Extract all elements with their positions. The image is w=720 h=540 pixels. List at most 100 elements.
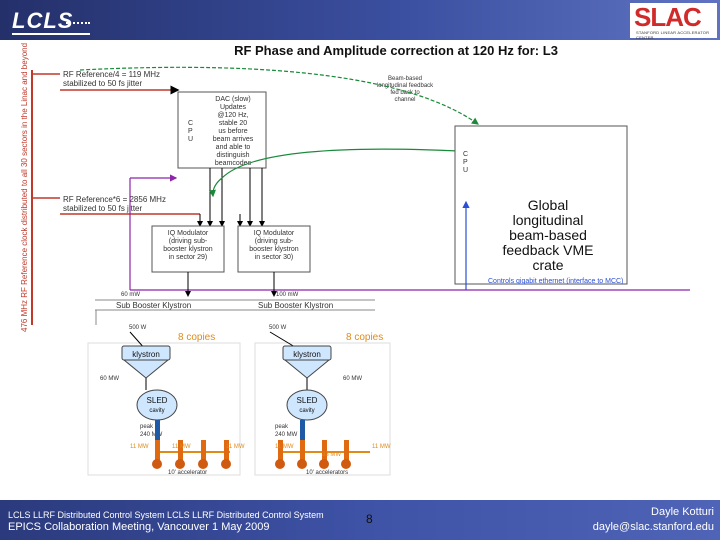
accel-caps-left: [152, 459, 231, 469]
lcls-logo-dash: [66, 22, 90, 24]
sbk-label-left: Sub Booster Klystron: [116, 301, 191, 310]
author-email: dayle@slac.stanford.edu: [592, 521, 714, 533]
cpu-letter-p: P: [188, 128, 193, 135]
accel-segment: [178, 440, 183, 462]
right-11mw: 11 MW: [275, 444, 294, 450]
left-60mw: 60 MW: [100, 376, 119, 382]
iq-29-line: (driving sub-: [169, 238, 208, 245]
accel-cap: [221, 459, 231, 469]
crate-line: Global: [528, 197, 568, 213]
right-peak: peak: [275, 424, 289, 430]
accel-segment: [300, 440, 305, 462]
beam-based-line: Beam-based: [388, 76, 422, 82]
iq-30-line: (driving sub-: [255, 238, 294, 245]
iq-29-line: IQ Modulator: [168, 230, 209, 237]
dac-line: @120 Hz,: [217, 112, 248, 119]
accel-segment: [224, 440, 229, 462]
sled-left: [136, 389, 178, 421]
side-note-label: 476 MHz RF Reference clock distributed t…: [20, 43, 29, 332]
iq-30-line: booster klystron: [249, 246, 299, 253]
accel-segment: [155, 440, 160, 462]
beam-feedback-arrow-top: [79, 66, 479, 125]
sled-right: [286, 389, 328, 421]
left-accel-label: 10' accelerator: [168, 470, 207, 476]
iq-modulator-29: [151, 225, 225, 273]
iq-30-line: IQ Modulator: [254, 230, 295, 237]
crate-line: beam-based: [509, 227, 587, 243]
dac-line: beam arrives: [213, 136, 254, 143]
accelerators-left: [155, 440, 229, 462]
controls-label: Controls gigabit ethernet (interface to …: [488, 278, 623, 285]
dac-line: distinguish: [216, 152, 249, 159]
rf-ref-6-jitter: stabilized to 50 fs jitter: [63, 204, 142, 213]
right-accel-label: 10' accelerators: [306, 470, 348, 476]
lcls-logo-underline: [12, 33, 90, 35]
cpu-letter-c: C: [188, 120, 193, 127]
accel-caps-right: [275, 459, 351, 469]
right-11mw-b: 11 MW: [372, 444, 391, 450]
beam-based-note: Beam-based longitudinal feedback fed bac…: [377, 76, 434, 103]
power-500w-left: 500 W: [129, 325, 147, 331]
dac-line: and able to: [216, 144, 251, 151]
crate-cpu-p: P: [463, 159, 468, 166]
accel-segment: [201, 440, 206, 462]
left-11mw-a: 11 MW: [130, 444, 149, 450]
right-peak-value: 240 MW: [275, 432, 298, 438]
copies-right: 8 copies: [346, 332, 383, 343]
klystron-left-label: klystron: [132, 350, 160, 359]
header-bar: LCLS SLAC STANFORD LINEAR ACCELERATOR CE…: [0, 0, 720, 40]
accel-cap: [341, 459, 351, 469]
iq-29-line: in sector 29): [169, 254, 208, 261]
beam-feedback-arrow-return: [208, 148, 479, 198]
rf-ref-4-jitter: stabilized to 50 fs jitter: [63, 79, 142, 88]
crate-text: Global longitudinal beam-based feedback …: [502, 197, 593, 273]
crate-cpu-c: C: [463, 151, 468, 158]
rf-diagram: RF Phase and Amplitude correction at 120…: [20, 43, 690, 476]
sled-right-label: SLED: [297, 396, 318, 405]
power-100mw: 100 mW: [276, 292, 299, 298]
right-33mw: 33 MW: [322, 452, 341, 458]
slide-content: RF Phase and Amplitude correction at 120…: [0, 40, 720, 500]
dac-text: DAC (slow) Updates @120 Hz, stable 20 us…: [213, 96, 254, 167]
lcls-logo: LCLS: [12, 8, 74, 33]
iq-modulator-29-text: IQ Modulator (driving sub- booster klyst…: [163, 230, 213, 261]
dac-line: Updates: [220, 104, 247, 111]
sled-left-cavity: cavity: [149, 408, 164, 414]
power-60mw: 60 mW: [121, 292, 140, 298]
dac-outputs: [207, 168, 265, 227]
dac-line: beamcodes: [215, 160, 252, 167]
beam-based-line: channel: [394, 97, 415, 103]
slac-logo-background: [630, 3, 717, 38]
beam-based-line: longitudinal feedback: [377, 83, 434, 89]
left-peak-value: 240 MW: [140, 432, 163, 438]
sbk-label-right: Sub Booster Klystron: [258, 301, 333, 310]
accel-segment: [278, 440, 283, 462]
diagram-title: RF Phase and Amplitude correction at 120…: [234, 43, 558, 58]
dac-line: DAC (slow): [215, 96, 250, 103]
author-name: Dayle Kotturi: [651, 506, 714, 518]
footer-line-1: LCLS LLRF Distributed Control System LCL…: [8, 510, 324, 520]
iq-modulator-30-text: IQ Modulator (driving sub- booster klyst…: [249, 230, 299, 261]
crate-line: crate: [532, 257, 563, 273]
crate-cpu-u: U: [463, 167, 468, 174]
footer-line-2: EPICS Collaboration Meeting, Vancouver 1…: [8, 521, 270, 533]
page-number: 8: [366, 512, 373, 526]
sled-left-label: SLED: [147, 396, 168, 405]
dac-line: stable 20: [219, 120, 248, 127]
accel-cap: [297, 459, 307, 469]
sled-right-cavity: cavity: [299, 408, 314, 414]
global-feedback-crate: [454, 125, 628, 285]
accel-segment: [322, 440, 327, 462]
klystron-right-label: klystron: [293, 350, 321, 359]
iq-30-line: in sector 30): [255, 254, 294, 261]
klystron-right-body: [283, 359, 331, 379]
cpu-letter-u: U: [188, 136, 193, 143]
cpu-dac-box: [177, 91, 267, 169]
copies-left: 8 copies: [178, 332, 215, 343]
slac-logo: SLAC: [634, 2, 702, 32]
rf-ref-4-label: RF Reference/4 = 119 MHz: [63, 70, 160, 79]
rf-ref-6-label: RF Reference*6 = 2856 MHz: [63, 195, 166, 204]
left-11mw-c: 11 MW: [226, 444, 245, 450]
iq-29-line: booster klystron: [163, 246, 213, 253]
power-500w-right: 500 W: [269, 325, 287, 331]
